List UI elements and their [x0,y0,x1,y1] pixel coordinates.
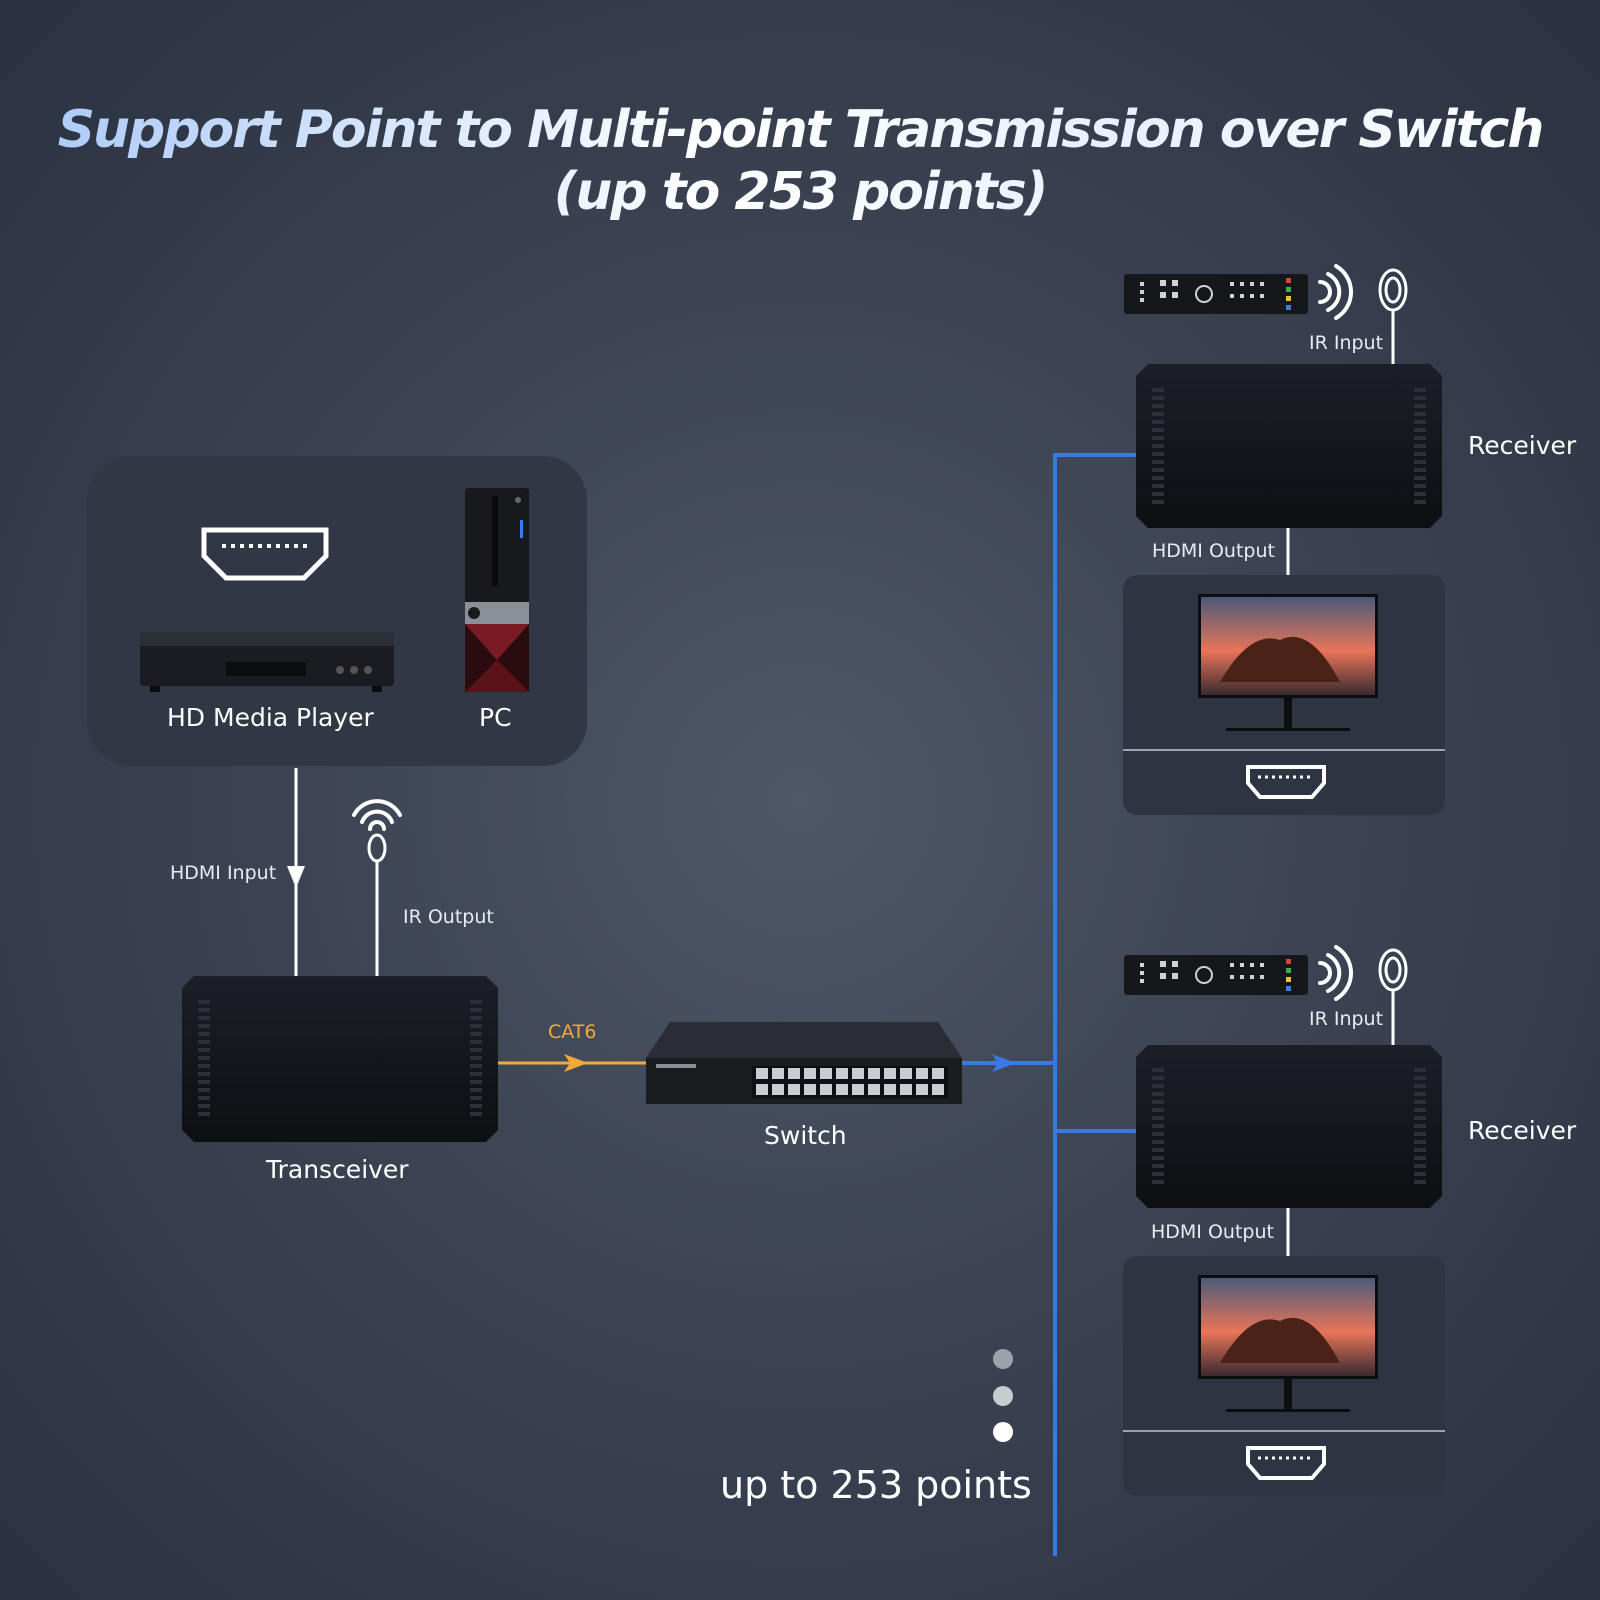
monitor-icon [1198,1275,1378,1412]
monitor-icon [1198,594,1378,731]
network-switch-icon [646,1022,962,1104]
receiver-device-1 [1136,364,1442,528]
ir-wave-icon [1318,264,1354,320]
ellipsis-dot-1 [993,1349,1013,1369]
ir-antenna-icon [1378,948,1408,1045]
receiver-1-label: Receiver [1468,431,1577,460]
ellipsis-dot-3 [993,1422,1013,1442]
media-player-label: HD Media Player [167,703,374,732]
receiver-2-label: Receiver [1468,1116,1577,1145]
remote-control-icon [1124,955,1308,995]
wifi-signal-icon [352,799,402,831]
transceiver-label: Transceiver [266,1155,409,1184]
remote-control-icon [1124,274,1308,314]
ir-output-label: IR Output [403,906,494,928]
ellipsis-dot-2 [993,1386,1013,1406]
ir-antenna-icon [1378,268,1408,364]
blu-ray-player-icon [140,632,394,692]
hdmi-input-label: HDMI Input [170,862,277,884]
desktop-pc-icon [465,488,529,692]
ir-wave-icon [1318,945,1354,1001]
hdmi-port-icon [1246,765,1326,799]
pc-label: PC [479,703,512,732]
hdmi-port-icon [1246,1446,1326,1480]
hdmi-port-icon [201,527,329,581]
cat6-label: CAT6 [548,1021,597,1043]
title-line-2: (up to 253 points) [0,162,1600,222]
receiver-1-ir-input-label: IR Input [1309,332,1384,354]
switch-label: Switch [764,1121,847,1150]
ir-antenna-icon [367,833,387,976]
receiver-2-hdmi-output-label: HDMI Output [1151,1221,1274,1243]
transceiver-device [182,976,498,1142]
receiver-1-hdmi-output-label: HDMI Output [1152,540,1275,562]
receiver-2-ir-input-label: IR Input [1309,1008,1384,1030]
points-label: up to 253 points [720,1463,1032,1507]
receiver-device-2 [1136,1045,1442,1208]
title-line-1: Support Point to Multi-point Transmissio… [0,100,1600,160]
